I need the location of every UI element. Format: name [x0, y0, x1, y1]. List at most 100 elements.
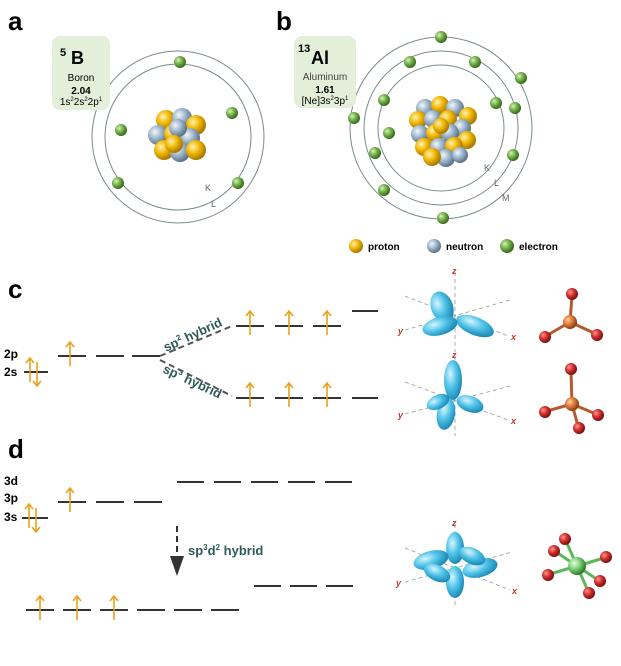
electron-up-arrow [284, 381, 294, 407]
level-label-3s: 3s [4, 510, 18, 524]
aluminum-symbol: Al [311, 48, 329, 68]
boron-electron [115, 124, 127, 136]
sp3-axis-x: x [510, 416, 517, 426]
level-label-2p: 2p [4, 347, 18, 361]
boron-symbol: B [71, 48, 84, 68]
al-shell-m-label: M [502, 193, 510, 203]
sp2-molecule [539, 288, 603, 343]
legend-neutron-swatch [427, 239, 441, 253]
legend-neutron-label: neutron [446, 242, 483, 253]
al-shell-l-label: L [494, 178, 499, 188]
boron-electron [174, 56, 186, 68]
sp2-axis-x: x [510, 332, 517, 342]
sp3d2-axis-z: z [451, 518, 457, 528]
boron-electronegativity: 2.04 [71, 86, 91, 97]
electron-up-arrow [284, 309, 294, 335]
aluminum-card-bg [294, 36, 356, 108]
panel-label-c: c [8, 274, 22, 304]
level-label-3d: 3d [4, 474, 18, 488]
aluminum-card: 13 Al Aluminum 1.61 [Ne]3s23p1 [294, 36, 356, 108]
electron-up-arrow [322, 309, 332, 335]
sp2-axis-y: y [397, 326, 404, 336]
boron-electron [112, 177, 124, 189]
panel-label-b: b [276, 6, 292, 36]
electron-up-arrow [24, 502, 34, 528]
electron-up-arrow [245, 381, 255, 407]
legend-proton-swatch [349, 239, 363, 253]
legend-proton-label: proton [368, 242, 400, 253]
hybrid-branch-c [159, 325, 233, 397]
al-shell-k [377, 64, 505, 192]
al-electron [515, 72, 527, 84]
al-electron [369, 147, 381, 159]
aluminum-nucleus [409, 96, 477, 167]
legend-electron-label: electron [519, 242, 558, 253]
al-electron [378, 94, 390, 106]
panel-label-a: a [8, 6, 23, 36]
boron-shell-l [91, 50, 265, 224]
sp3-molecule [539, 363, 604, 434]
energy-diagram-d [22, 481, 353, 611]
boron-shell-k-label: K [205, 183, 211, 193]
al-electron [507, 149, 519, 161]
boron-card: 5 B Boron 2.04 1s22s22p1 [52, 36, 110, 110]
particle-legend: proton neutron electron [349, 239, 558, 253]
al-electron [509, 102, 521, 114]
boron-nucleus [148, 108, 206, 162]
electron-up-arrow [65, 486, 75, 512]
hybrid-arrow-head [170, 556, 184, 576]
al-electron [348, 112, 360, 124]
sp3d2-axis-x: x [511, 586, 518, 596]
boron-electron [226, 107, 238, 119]
sp3-axis-y: y [397, 410, 404, 420]
electron-down-arrow [32, 362, 42, 388]
electron-down-arrow [31, 508, 41, 534]
electrons-c [25, 309, 332, 407]
sp3d2-molecule [542, 533, 612, 599]
electron-up-arrow [109, 594, 119, 620]
aluminum-mass-number: 13 [298, 43, 310, 55]
al-electron [383, 127, 395, 139]
sp3-axis-z: z [451, 350, 457, 360]
boron-atom: K L [91, 50, 265, 224]
level-label-2s: 2s [4, 365, 18, 379]
electron-up-arrow [35, 594, 45, 620]
sp3d2-axis-y: y [395, 578, 402, 588]
al-electron [469, 56, 481, 68]
branch-line-sp3 [159, 359, 233, 397]
sp3-orbital: z y x [397, 350, 517, 436]
boron-card-bg [52, 36, 110, 110]
aluminum-electron-config: [Ne]3s23p1 [302, 96, 349, 107]
electrons-d [24, 486, 119, 620]
al-electron [378, 184, 390, 196]
boron-electron [232, 177, 244, 189]
branch-line-sp2 [159, 325, 233, 357]
sp3d2-orbital: z y x [395, 518, 518, 608]
boron-electron-config: 1s22s22p1 [60, 97, 103, 108]
aluminum-name: Aluminum [303, 72, 347, 83]
al-shell-l [363, 50, 519, 206]
sp2-orbital: z y x [397, 266, 517, 352]
panel-label-d: d [8, 434, 24, 464]
al-electron [490, 97, 502, 109]
aluminum-atom: K L M [348, 31, 533, 224]
aluminum-electronegativity: 1.61 [315, 85, 335, 96]
sp2-axis-z: z [451, 266, 457, 276]
al-electron [437, 212, 449, 224]
electron-up-arrow [322, 381, 332, 407]
boron-mass-number: 5 [60, 47, 66, 59]
al-electron [435, 31, 447, 43]
al-shell-k-label: K [484, 163, 490, 173]
electron-up-arrow [25, 356, 35, 382]
sp3-hybrid-label: sp3 hybrid [161, 361, 224, 401]
level-label-3p: 3p [4, 491, 18, 505]
electron-up-arrow [245, 309, 255, 335]
al-electron [404, 56, 416, 68]
boron-shell-l-label: L [211, 199, 216, 209]
sp2-hybrid-label: sp2 hybrid [161, 314, 224, 354]
boron-name: Boron [68, 73, 95, 84]
legend-electron-swatch [500, 239, 514, 253]
sp3d2-hybrid-label: sp3d2 hybrid [188, 543, 263, 558]
electron-up-arrow [72, 594, 82, 620]
